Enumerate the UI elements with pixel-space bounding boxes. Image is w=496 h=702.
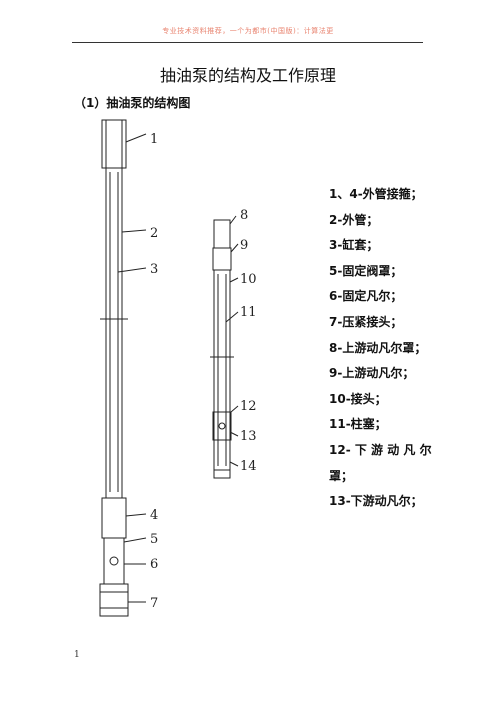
callout-12: 12 [240, 399, 257, 414]
callout-5: 5 [150, 532, 158, 547]
header-watermark: 专业技术资料推荐，一个为都市(中国版)：计算法更 [162, 27, 334, 35]
callout-9: 9 [240, 238, 248, 253]
callout-14: 14 [240, 459, 257, 474]
legend-item: 10-接头； [329, 391, 387, 406]
legend-item: 8-上游动凡尔罩； [329, 340, 427, 355]
legend-item: 9-上游动凡尔； [329, 366, 415, 381]
page-number: 1 [74, 650, 80, 660]
callout-8: 8 [240, 208, 248, 223]
callout-3: 3 [150, 262, 158, 277]
legend-item: 6-固定凡尔； [329, 289, 403, 304]
fixed-valve-ball [109, 556, 119, 566]
callout-6: 6 [150, 557, 158, 572]
legend-item: 1、4-外管接箍； [329, 187, 423, 201]
callout-7: 7 [150, 596, 158, 611]
plunger-body [213, 269, 231, 471]
header-rule [72, 42, 423, 43]
callout-1: 1 [150, 132, 158, 147]
legend-item: 5-固定阀罩； [329, 263, 403, 278]
callout-4: 4 [150, 508, 158, 523]
parts-legend: 1、4-外管接箍； 2-外管； 3-缸套； 5-固定阀罩； 6-固定凡尔； 7-… [329, 182, 439, 515]
callout-11: 11 [240, 305, 257, 320]
callout-10: 10 [240, 272, 257, 287]
legend-item: 7-压紧接头； [329, 314, 403, 329]
lower-valve-ball [218, 422, 226, 430]
legend-item: 12- 下 游 动 凡 尔 [329, 442, 432, 457]
upper-valve-cage [213, 219, 231, 249]
legend-item: 3-缸套； [329, 238, 379, 253]
plunger-end [213, 439, 231, 479]
lower-valve-cage [212, 411, 232, 441]
fixed-valve-cage [103, 537, 125, 585]
callout-2: 2 [150, 226, 158, 241]
outer-tube [105, 167, 123, 499]
document-title: 抽油泵的结构及工作原理 [159, 66, 336, 85]
callout-13: 13 [240, 429, 257, 444]
section-heading: （1）抽油泵的结构图 [74, 96, 191, 110]
legend-item: 13-下游动凡尔； [329, 494, 423, 509]
upper-valve [212, 247, 232, 271]
compression-joint [99, 583, 129, 617]
outer-coupling-bottom [101, 497, 127, 539]
pump-structure-diagram: 1 2 3 4 5 6 7 8 9 10 11 12 13 14 [99, 119, 257, 617]
legend-item: 2-外管； [329, 212, 379, 227]
legend-item: 罩； [329, 468, 354, 483]
legend-item: 11-柱塞； [329, 417, 387, 432]
